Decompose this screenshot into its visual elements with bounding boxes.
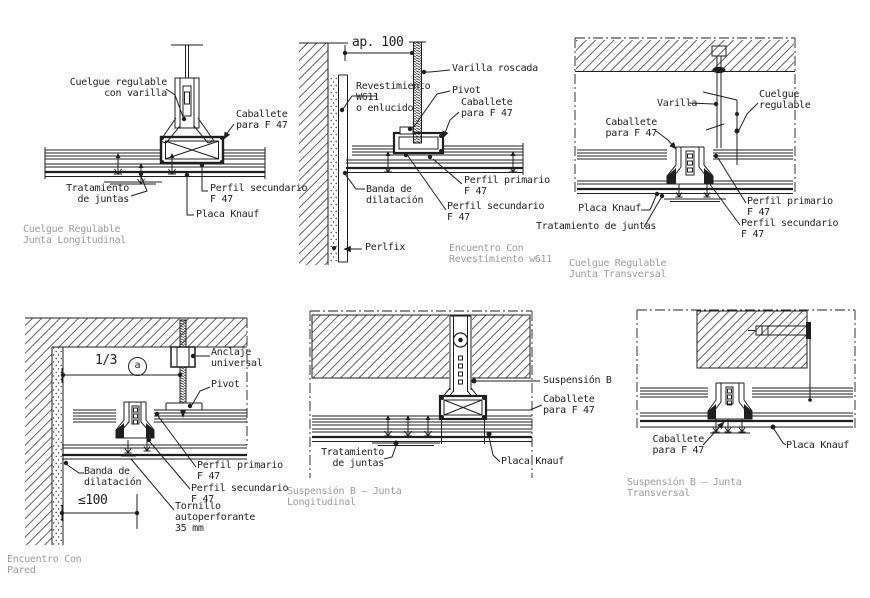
d1-label-caballete: Caballete para F 47 [236, 109, 288, 131]
d2-leader-lines [332, 69, 463, 253]
d1-hanger-rod [159, 44, 215, 144]
d5-suspension-strap [440, 315, 481, 400]
d6-label-placa-knauf: Placa Knauf [786, 440, 849, 451]
d4-label-anclaje: Anclaje universal [211, 347, 263, 369]
d2-label-perlfix: Perlfix [365, 242, 406, 253]
detail-2-linework [299, 41, 524, 265]
d1-ceiling-layers [44, 147, 266, 179]
d6-label-caballete: Caballete para F 47 [652, 434, 705, 456]
d2-perlfix-dabs [329, 75, 338, 262]
d4-label-tornillo: Tornillo autoperforante 35 mm [175, 501, 256, 534]
d2-label-perfil-secundario: Perfil secundario F 47 [447, 201, 545, 223]
detail-6-linework [636, 309, 856, 446]
d3-caption: Cuelgue Regulable Junta Transversal [569, 258, 667, 280]
d1-caballete-bracket [159, 135, 225, 165]
d4-caption: Encuentro Con Pared [7, 554, 82, 576]
d4-ceiling-hatch [25, 318, 247, 347]
d3-ceiling-layers [577, 149, 793, 194]
d4-dim-max100: ≤100 [78, 493, 108, 508]
d3-caballete-bracket [666, 146, 714, 185]
d4-leader-lines [63, 353, 211, 511]
d5-slab-hatch [311, 314, 531, 379]
d3-label-perfil-secundario: Perfil secundario F 47 [741, 218, 839, 240]
d5-caption: Suspensión B — Junta Longitudinal [287, 486, 402, 508]
detail-4-linework [25, 317, 248, 545]
d2-label-perfil-primario: Perfil primario F 47 [464, 175, 550, 197]
d2-label-varilla-roscada: Varilla roscada [452, 63, 538, 74]
d2-label-revestimiento: Revestimiento W611 o enlucido [356, 81, 431, 114]
d5-caballete-bracket [438, 394, 488, 444]
d4-ceiling-layers [62, 409, 247, 460]
d1-label-perfil-secundario: Perfil secundario F 47 [210, 183, 308, 205]
d4-wall-hatch [25, 347, 52, 545]
d2-label-caballete: Caballete para F 47 [461, 97, 513, 119]
d4-label-perfil-secundario: Perfil secundario F 47 [191, 483, 289, 505]
d3-label-varilla: Varilla [657, 98, 698, 109]
d1-label-tratamiento: Tratamiento de juntas [66, 183, 129, 205]
d2-wall-hatch [299, 43, 328, 265]
detail-5-linework [309, 310, 543, 478]
d4-label-perfil-primario: Perfil primario F 47 [197, 460, 283, 482]
d4-label-pivot: Pivot [211, 379, 240, 390]
d6-caballete-bracket [707, 382, 753, 420]
d5-label-tratamiento: Tratamiento de juntas [321, 447, 384, 469]
d1-leader-lines [130, 88, 235, 216]
d4-dimension-max100 [59, 494, 140, 529]
d3-label-perfil-primario: Perfil primario F 47 [747, 196, 833, 218]
d5-leader-lines [383, 378, 543, 463]
d4-detail-bubble: a [128, 357, 147, 376]
d3-cuelgue-hook [702, 91, 740, 165]
d2-ceiling-layers [346, 143, 524, 175]
d1-label-cuelgue-regulable: Cuelgue regulable con varilla [69, 77, 168, 99]
d3-varilla-rod [711, 45, 727, 148]
d3-leader-lines [641, 101, 759, 228]
detail-3-linework [574, 37, 796, 228]
d2-varilla-roscada-rod [409, 41, 426, 144]
d4-caballete-bracket [115, 401, 155, 439]
d5-label-caballete: Caballete para F 47 [543, 394, 595, 416]
detail-1-linework [44, 44, 266, 216]
d5-label-suspension-b: Suspensión B [543, 375, 612, 386]
d2-dim-ap100: ap. 100 [352, 35, 404, 50]
d3-slab-hatch [576, 40, 794, 71]
d5-label-placa-knauf: Placa Knauf [501, 456, 564, 467]
d4-dim-third: 1/3 [95, 353, 117, 368]
d6-leader-lines [702, 421, 787, 446]
d4-label-banda: Banda de dilatación [84, 466, 142, 488]
d2-label-banda: Banda de dilatación [366, 184, 424, 206]
d3-label-tratamiento: Tratamiento de juntas [536, 221, 657, 232]
d4-screws [121, 437, 151, 457]
d6-slab-hatch [696, 310, 808, 369]
d4-wall-band [52, 347, 63, 545]
d6-screws [710, 418, 750, 434]
d4-dimension-third [60, 368, 183, 383]
d3-label-placa-knauf: Placa Knauf [578, 203, 641, 214]
d5-screws [372, 414, 440, 446]
d6-anchor-bolt [748, 322, 812, 402]
d2-label-pivot: Pivot [452, 85, 481, 96]
d6-caption: Suspensión B — Junta Transversal [627, 477, 742, 499]
d2-pivot-nut [399, 126, 414, 135]
d2-dimension-ap100 [342, 45, 414, 61]
d1-caption: Cuelgue Regulable Junta Longitudinal [23, 224, 126, 246]
d3-label-cuelgue-regulable: Cuelgue regulable [759, 89, 811, 111]
d1-label-placa-knauf: Placa Knauf [196, 209, 259, 220]
d3-label-caballete: Caballete para F 47 [605, 117, 658, 139]
d5-ceiling-layers [312, 415, 532, 442]
d2-caption: Encuentro Con Revestimiento w611 [449, 243, 552, 265]
d3-screws [664, 183, 726, 202]
d1-screws [104, 152, 177, 185]
